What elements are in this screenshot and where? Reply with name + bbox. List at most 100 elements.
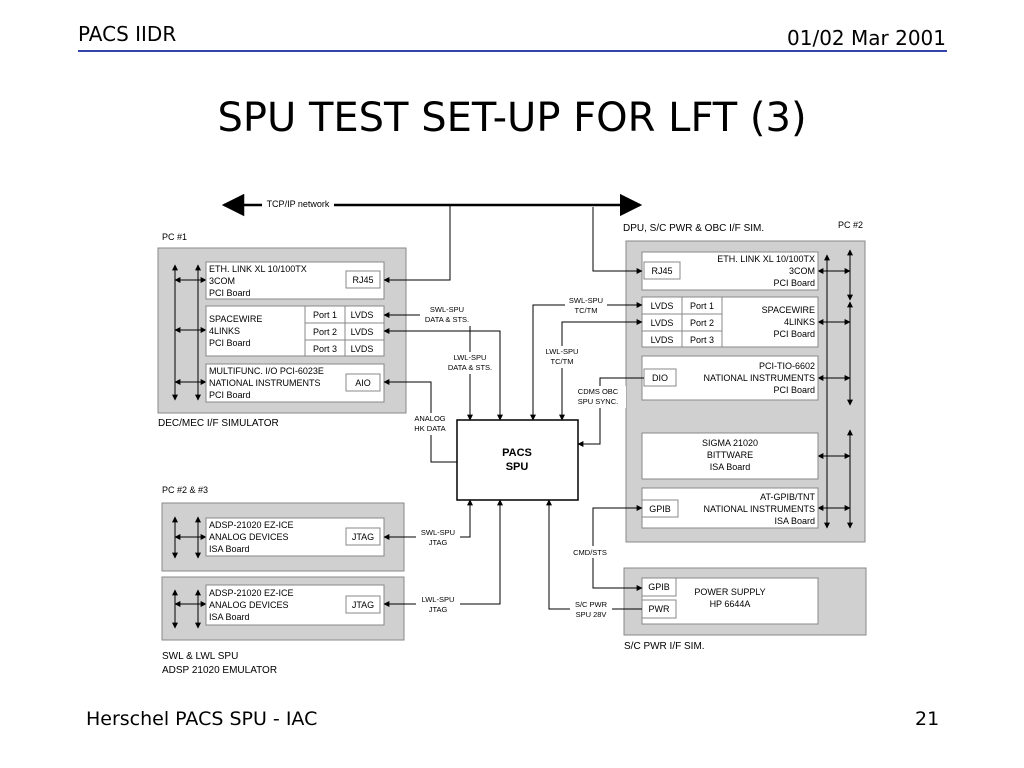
pc1-caption: DEC/MEC I/F SIMULATOR [158, 418, 279, 429]
svg-text:PCI Board: PCI Board [773, 329, 815, 339]
svg-text:ADSP-21020 EZ-ICE: ADSP-21020 EZ-ICE [209, 520, 294, 530]
svg-text:HK DATA: HK DATA [414, 424, 445, 433]
pc1-aio-port [345, 373, 381, 392]
svg-text:LWL-SPU: LWL-SPU [422, 595, 455, 604]
footer-title: Herschel PACS SPU - IAC [86, 708, 318, 730]
svg-text:DATA & STS.: DATA & STS. [448, 363, 492, 372]
svg-text:TC/TM: TC/TM [551, 357, 574, 366]
pc1-label: PC #1 [162, 232, 187, 242]
svg-text:CMD/STS: CMD/STS [573, 548, 607, 557]
svg-text:SWL-SPU: SWL-SPU [421, 528, 455, 537]
svg-text:GPIB: GPIB [649, 504, 671, 514]
svg-text:LVDS: LVDS [651, 318, 674, 328]
svg-text:NATIONAL INSTRUMENTS: NATIONAL INSTRUMENTS [209, 378, 321, 388]
pc2-label: PC #2 [838, 220, 863, 230]
svg-text:LVDS: LVDS [351, 310, 374, 320]
svg-text:LWL-SPU: LWL-SPU [546, 347, 579, 356]
svg-text:ANALOG DEVICES: ANALOG DEVICES [209, 600, 289, 610]
svg-text:LVDS: LVDS [651, 335, 674, 345]
svg-text:LWL-SPU: LWL-SPU [454, 353, 487, 362]
svg-text:SWL & LWL SPU: SWL & LWL SPU [162, 651, 238, 662]
svg-text:JTAG: JTAG [352, 600, 374, 610]
pc1-rj45-port [345, 270, 381, 289]
svg-text:NATIONAL INSTRUMENTS: NATIONAL INSTRUMENTS [703, 373, 815, 383]
svg-text:Port 1: Port 1 [313, 310, 337, 320]
svg-text:4LINKS: 4LINKS [784, 317, 815, 327]
svg-text:3COM: 3COM [209, 276, 235, 286]
svg-text:DATA & STS.: DATA & STS. [425, 315, 469, 324]
svg-text:RJ45: RJ45 [352, 275, 373, 285]
svg-text:PCI Board: PCI Board [209, 390, 251, 400]
svg-text:SWL-SPU: SWL-SPU [569, 296, 603, 305]
svg-text:NATIONAL INSTRUMENTS: NATIONAL INSTRUMENTS [703, 504, 815, 514]
svg-text:Port 3: Port 3 [313, 344, 337, 354]
svg-text:SPU SYNC.: SPU SYNC. [578, 397, 618, 406]
svg-text:SIGMA 21020: SIGMA 21020 [702, 438, 758, 448]
slide-title: SPU TEST SET-UP FOR LFT (3) [217, 95, 807, 141]
svg-text:LVDS: LVDS [351, 327, 374, 337]
svg-text:JTAG: JTAG [429, 538, 448, 547]
svg-text:ISA Board: ISA Board [209, 612, 250, 622]
network-label: TCP/IP network [267, 199, 330, 209]
svg-text:DIO: DIO [652, 373, 668, 383]
svg-text:Port 2: Port 2 [690, 318, 714, 328]
psu-group: GPIB PWR POWER SUPPLY HP 6644A S/C PWR I… [623, 567, 867, 652]
pc23-group: PC #2 & #3 ADSP-21020 EZ-ICE ANALOG DEVI… [161, 485, 405, 676]
ice2-jtag-port [345, 595, 381, 614]
svg-text:PACS: PACS [502, 447, 532, 459]
svg-text:PWR: PWR [649, 604, 670, 614]
svg-text:TC/TM: TC/TM [575, 306, 598, 315]
svg-text:JTAG: JTAG [352, 532, 374, 542]
header-divider [78, 50, 947, 52]
page-number: 21 [915, 708, 940, 730]
svg-text:SPACEWIRE: SPACEWIRE [209, 314, 262, 324]
svg-text:MULTIFUNC. I/O PCI-6023E: MULTIFUNC. I/O PCI-6023E [209, 366, 324, 376]
svg-text:LVDS: LVDS [651, 301, 674, 311]
tcpip-network-bus: TCP/IP network [221, 193, 643, 217]
svg-text:RJ45: RJ45 [651, 266, 672, 276]
svg-text:ISA Board: ISA Board [774, 516, 815, 526]
svg-text:ADSP-21020 EZ-ICE: ADSP-21020 EZ-ICE [209, 588, 294, 598]
svg-text:SPU: SPU [506, 461, 529, 473]
ice1-jtag-port [345, 527, 381, 546]
svg-text:4LINKS: 4LINKS [209, 326, 240, 336]
svg-text:S/C PWR: S/C PWR [575, 600, 608, 609]
svg-text:AT-GPIB/TNT: AT-GPIB/TNT [760, 492, 815, 502]
svg-text:Port 1: Port 1 [690, 301, 714, 311]
pacs-spu-box: PACS SPU [456, 419, 579, 501]
svg-text:ANALOG DEVICES: ANALOG DEVICES [209, 532, 289, 542]
pc1-group: PC #1 ETH. LINK XL 10/100TX 3COM PCI Boa… [157, 232, 407, 429]
svg-text:ISA Board: ISA Board [710, 462, 751, 472]
svg-text:LVDS: LVDS [351, 344, 374, 354]
svg-text:POWER SUPPLY: POWER SUPPLY [694, 587, 765, 597]
svg-text:PCI Board: PCI Board [209, 288, 251, 298]
svg-text:3COM: 3COM [789, 266, 815, 276]
svg-text:ETH. LINK XL 10/100TX: ETH. LINK XL 10/100TX [717, 254, 815, 264]
svg-text:PCI-TIO-6602: PCI-TIO-6602 [759, 361, 815, 371]
pc2-group: DPU, S/C PWR & OBC I/F SIM. PC #2 RJ45 E… [623, 220, 866, 543]
svg-text:ADSP 21020 EMULATOR: ADSP 21020 EMULATOR [162, 665, 277, 676]
svg-text:PCI Board: PCI Board [773, 278, 815, 288]
svg-text:HP 6644A: HP 6644A [710, 599, 751, 609]
svg-text:SPU 28V: SPU 28V [576, 610, 607, 619]
svg-text:SWL-SPU: SWL-SPU [430, 305, 464, 314]
svg-text:CDMS OBC: CDMS OBC [578, 387, 619, 396]
svg-text:AIO: AIO [355, 378, 371, 388]
svg-text:S/C PWR I/F SIM.: S/C PWR I/F SIM. [624, 641, 705, 652]
svg-text:ANALOG: ANALOG [414, 414, 445, 423]
svg-text:JTAG: JTAG [429, 605, 448, 614]
svg-text:PCI Board: PCI Board [773, 385, 815, 395]
svg-text:GPIB: GPIB [648, 582, 670, 592]
pc2-caption: DPU, S/C PWR & OBC I/F SIM. [623, 223, 764, 234]
svg-text:ISA Board: ISA Board [209, 544, 250, 554]
svg-text:SPACEWIRE: SPACEWIRE [762, 305, 815, 315]
svg-text:ETH. LINK XL 10/100TX: ETH. LINK XL 10/100TX [209, 264, 307, 274]
header-date: 01/02 Mar 2001 [787, 26, 946, 50]
svg-text:Port 3: Port 3 [690, 335, 714, 345]
svg-text:Port 2: Port 2 [313, 327, 337, 337]
svg-text:BITTWARE: BITTWARE [707, 450, 753, 460]
pc23-label: PC #2 & #3 [162, 485, 208, 495]
connection-labels: SWL-SPU DATA & STS. LWL-SPU DATA & STS. … [410, 295, 626, 622]
header-left: PACS IIDR [78, 22, 177, 46]
